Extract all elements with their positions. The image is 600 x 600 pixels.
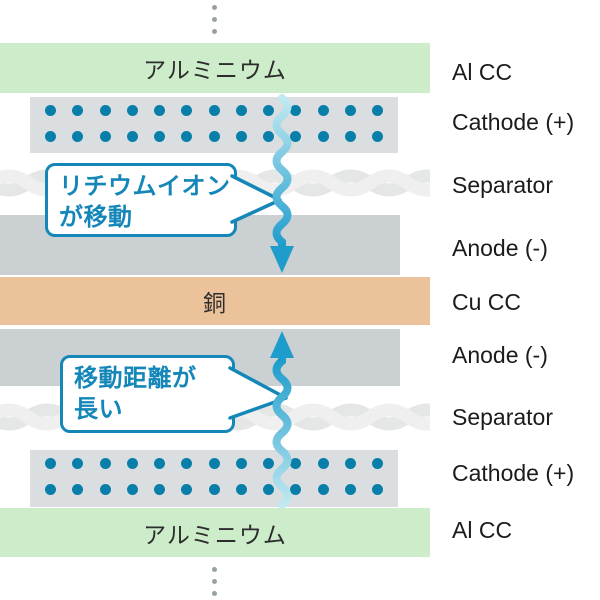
lithium-ion-dot [263, 484, 274, 495]
ion-dot-row [45, 131, 383, 142]
callout-lithium-ion-moves: リチウムイオン が移動 [45, 163, 237, 237]
lithium-ion-dot [317, 458, 329, 469]
lithium-ion-dot [208, 105, 220, 116]
lithium-ion-dot [290, 484, 302, 495]
lithium-ion-dot [317, 484, 329, 495]
label-anode-top: Anode (-) [452, 235, 548, 261]
lithium-ion-dot [45, 458, 56, 469]
layer-al-collector-bottom: アルミニウム [0, 508, 430, 557]
lithium-ion-dot [181, 458, 193, 469]
lithium-ion-dot [208, 484, 220, 495]
lithium-ion-dot [45, 484, 56, 495]
lithium-ion-dot [208, 131, 220, 142]
callout-tail [230, 174, 282, 224]
lithium-ion-dot [235, 131, 247, 142]
layer-al-bottom-text: アルミニウム [143, 521, 287, 548]
lithium-ion-dot [290, 458, 302, 469]
lithium-ion-dot [263, 131, 274, 142]
label-anode-bottom: Anode (-) [452, 342, 548, 368]
lithium-ion-dot [154, 105, 165, 116]
lithium-ion-dot [372, 484, 383, 495]
lithium-ion-dot [45, 105, 56, 116]
label-cathode-top: Cathode (+) [452, 109, 575, 135]
lithium-ion-dot [99, 131, 111, 142]
lithium-ion-dot [317, 105, 329, 116]
lithium-ion-dot [344, 484, 356, 495]
guide-dot [212, 579, 217, 584]
guide-dot [212, 29, 217, 34]
lithium-ion-dot [372, 105, 383, 116]
lithium-ion-dot [181, 131, 193, 142]
label-separator-bottom: Separator [452, 404, 554, 430]
layer-cathode-top [30, 97, 398, 153]
lithium-ion-dot [126, 105, 138, 116]
ion-dot-row [45, 105, 383, 116]
lithium-ion-dot [235, 458, 247, 469]
lithium-ion-dot [72, 105, 84, 116]
guide-dot [212, 567, 217, 572]
lithium-ion-dot [235, 484, 247, 495]
lithium-ion-dot [154, 484, 165, 495]
lithium-ion-dot [290, 105, 302, 116]
guide-dot [212, 17, 217, 22]
lithium-ion-dot [263, 105, 274, 116]
stack-continuation-dots-top [212, 5, 217, 34]
lithium-ion-dot [208, 458, 220, 469]
layer-cu-collector: 銅 [0, 277, 430, 325]
layer-al-collector-top: アルミニウム [0, 43, 430, 93]
label-separator-top: Separator [452, 172, 554, 198]
callout-line: 長い [74, 396, 123, 423]
lithium-ion-dot [99, 458, 111, 469]
callout-line: が移動 [59, 204, 133, 231]
lithium-ion-dot [344, 131, 356, 142]
lithium-ion-dot [344, 458, 356, 469]
lithium-ion-dot [290, 131, 302, 142]
label-cu-cc: Cu CC [452, 289, 522, 315]
lithium-ion-dot [45, 131, 56, 142]
lithium-ion-dot [372, 458, 383, 469]
lithium-ion-dot [126, 484, 138, 495]
lithium-ion-dot [181, 484, 193, 495]
layer-cathode-bottom [30, 450, 398, 507]
lithium-ion-dot [126, 131, 138, 142]
lithium-ion-dot [317, 131, 329, 142]
layer-al-top-text: アルミニウム [143, 57, 287, 83]
callout-line: リチウムイオン [59, 173, 231, 200]
guide-dot [212, 5, 217, 10]
lithium-ion-dot [99, 484, 111, 495]
lithium-ion-dot [372, 131, 383, 142]
guide-dot [212, 591, 217, 596]
lithium-ion-dot [181, 105, 193, 116]
callout-long-travel-distance: 移動距離が 長い [60, 355, 235, 433]
layer-cu-text: 銅 [203, 290, 227, 316]
lithium-ion-dot [263, 458, 274, 469]
lithium-ion-dot [154, 131, 165, 142]
lithium-ion-dot [126, 458, 138, 469]
lithium-ion-dot [154, 458, 165, 469]
label-al-cc-bottom: Al CC [452, 517, 513, 543]
lithium-ion-dot [235, 105, 247, 116]
callout-line: 移動距離が [74, 365, 197, 392]
lithium-ion-dot [72, 458, 84, 469]
ion-dot-row [45, 458, 383, 469]
lithium-ion-dot [72, 484, 84, 495]
ion-dot-row [45, 484, 383, 495]
label-cathode-bottom: Cathode (+) [452, 460, 575, 486]
lithium-ion-dot [72, 131, 84, 142]
lithium-ion-dot [344, 105, 356, 116]
lithium-ion-dot [99, 105, 111, 116]
callout-tail [228, 366, 288, 420]
stack-continuation-dots-bottom [212, 567, 217, 596]
label-al-cc-top: Al CC [452, 59, 513, 85]
